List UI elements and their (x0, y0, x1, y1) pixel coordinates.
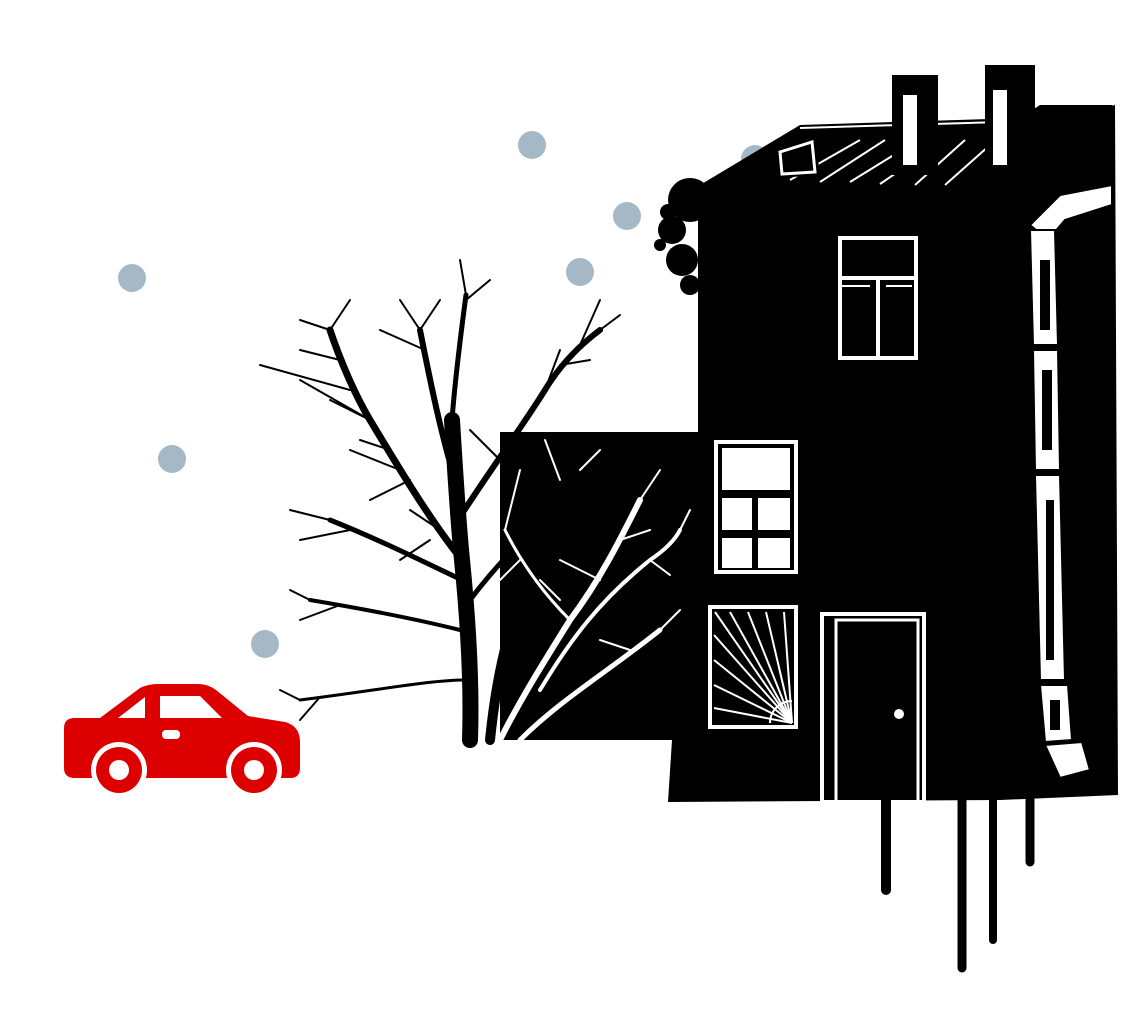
car-window-rear (160, 696, 222, 718)
chimney-left (892, 75, 938, 175)
car-window-front (118, 697, 145, 718)
paint-drips (881, 795, 1035, 973)
bare-tree (259, 259, 621, 748)
window-sunburst (708, 605, 798, 729)
snowflake (251, 630, 279, 658)
car-wheel-front (91, 742, 147, 798)
chimney-right (985, 65, 1035, 175)
snowflake (518, 131, 546, 159)
car-icon (64, 684, 300, 798)
car-wheel-rear (226, 742, 282, 798)
snowflake (613, 202, 641, 230)
bare-tree-highlight (497, 439, 691, 743)
snowflakes (118, 131, 769, 658)
drainpipe-shading (1040, 260, 1060, 730)
house (654, 65, 1118, 973)
car-door-handle (162, 730, 180, 739)
door (820, 612, 926, 804)
window-top (838, 236, 918, 360)
back-building (500, 432, 700, 740)
dormer (775, 135, 820, 178)
snowflake (566, 258, 594, 286)
window-middle (714, 440, 798, 574)
house-body (668, 105, 1118, 802)
snowflake (158, 445, 186, 473)
door-knob (894, 709, 904, 719)
snowflake (118, 264, 146, 292)
